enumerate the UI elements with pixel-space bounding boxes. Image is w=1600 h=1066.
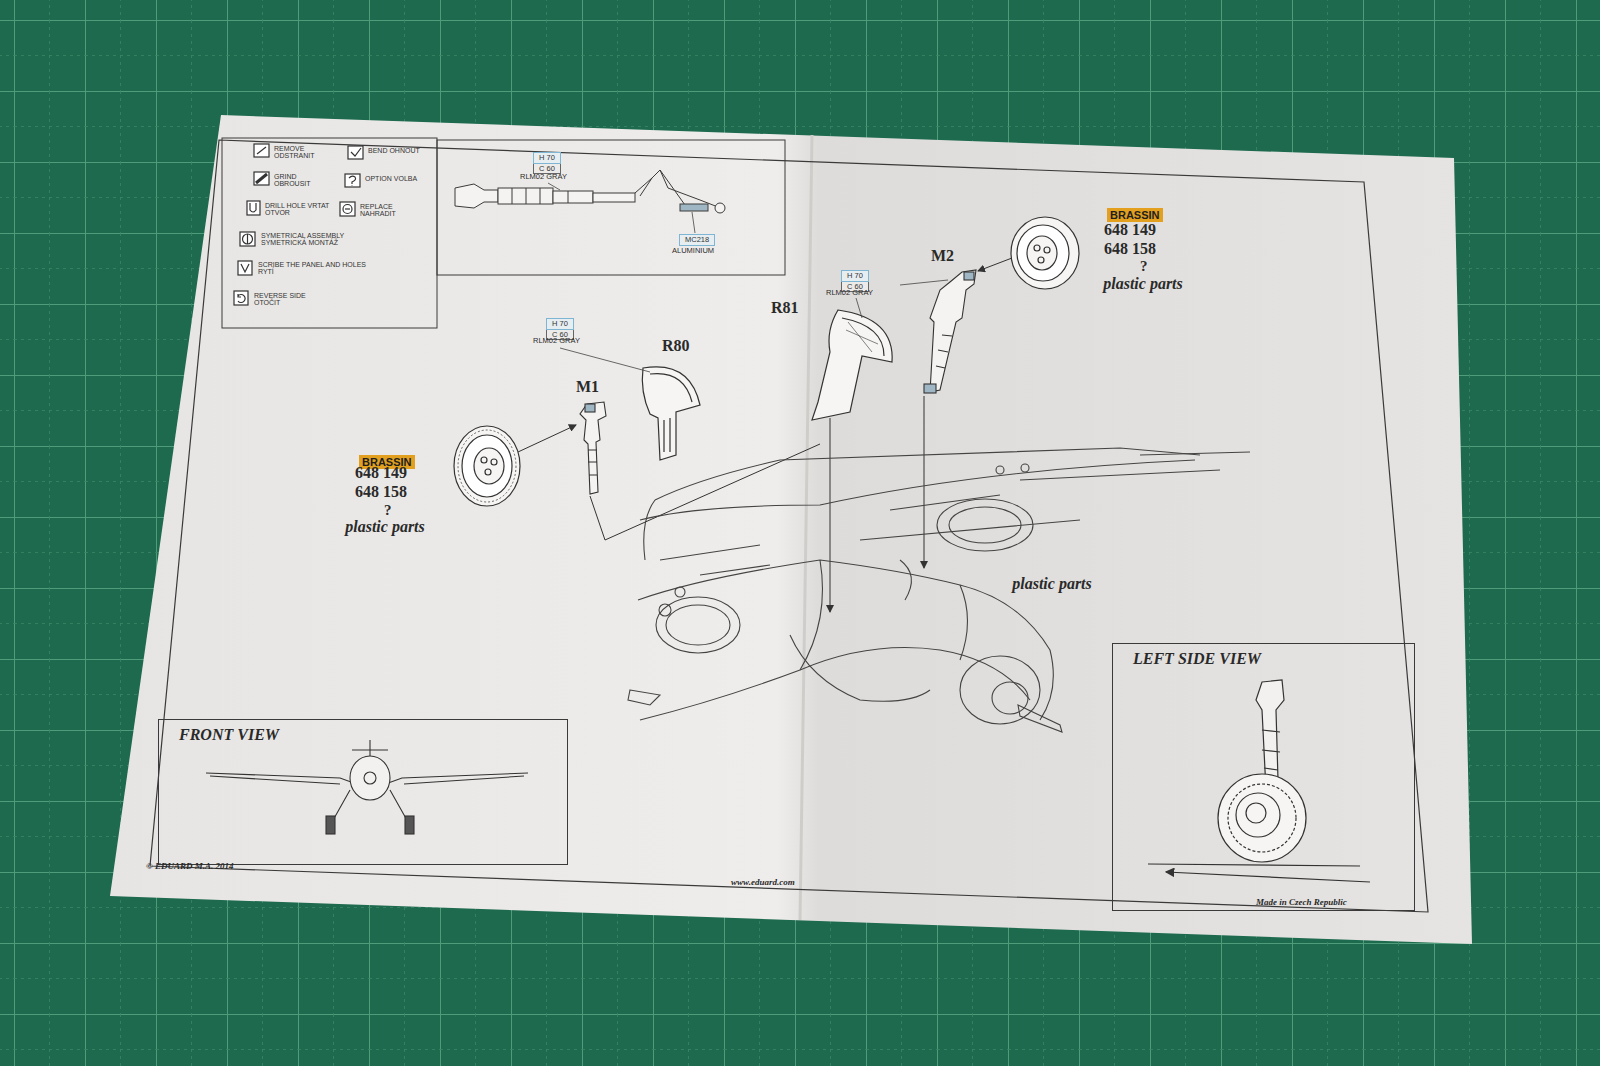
- legend-text: GRIND OBROUSIT: [274, 173, 334, 188]
- view-title: LEFT SIDE VIEW: [1133, 650, 1261, 668]
- paint-name: ALUMINIUM: [672, 247, 714, 255]
- origin-note: Made in Czech Republic: [1256, 898, 1347, 908]
- note: plastic parts: [1103, 275, 1183, 293]
- product-code: 648 158: [355, 483, 407, 501]
- option-mark: ?: [384, 502, 392, 519]
- website: www.eduard.com: [731, 878, 795, 888]
- brand-badge: BRASSIN: [1107, 208, 1163, 222]
- legend-text: DRILL HOLE VRTAT OTVOR: [265, 202, 335, 217]
- product-code: 648 149: [1104, 221, 1156, 239]
- product-code: 648 158: [1104, 240, 1156, 258]
- product-code: 648 149: [355, 464, 407, 482]
- legend-text: REPLACE NAHRADIT: [360, 203, 430, 218]
- paint-code: H 70: [546, 318, 574, 330]
- part-number: M2: [931, 247, 954, 265]
- copyright: © EDUARD M.A. 2014: [146, 862, 234, 872]
- paint-code-box: H 70C 60: [533, 152, 561, 174]
- legend-text: REVERSE SIDE OTOČIT: [254, 292, 324, 307]
- brassin-badge: BRASSIN: [1107, 205, 1163, 223]
- paint-name: RLM02 GRAY: [826, 289, 873, 297]
- legend-text: SYMETRICAL ASSEMBLY SYMETRICKÁ MONTÁŽ: [261, 232, 383, 247]
- view-frame: FRONT VIEW: [158, 719, 568, 865]
- part-number: R80: [662, 337, 690, 355]
- view-title: FRONT VIEW: [179, 726, 279, 744]
- legend-text: REMOVE ODSTRANIT: [274, 145, 334, 160]
- part-number: R81: [771, 299, 799, 317]
- paint-code: H 70: [841, 270, 869, 282]
- paint-name: RLM02 GRAY: [520, 173, 567, 181]
- part-number: M1: [576, 378, 599, 396]
- note: plastic parts: [1012, 575, 1092, 593]
- paint-code: H 70: [533, 152, 561, 164]
- paint-code: MC218: [679, 234, 715, 246]
- option-mark: ?: [1140, 258, 1148, 275]
- legend-text: OPTION VOLBA: [365, 175, 427, 182]
- view-frame: LEFT SIDE VIEW: [1112, 643, 1415, 911]
- note: plastic parts: [345, 518, 425, 536]
- paint-code-box: MC218: [679, 234, 715, 246]
- legend-text: BEND OHNOUT: [368, 147, 428, 154]
- paint-name: RLM02 GRAY: [533, 337, 580, 345]
- legend-text: SCRIBE THE PANEL AND HOLES RYTÍ: [258, 261, 380, 276]
